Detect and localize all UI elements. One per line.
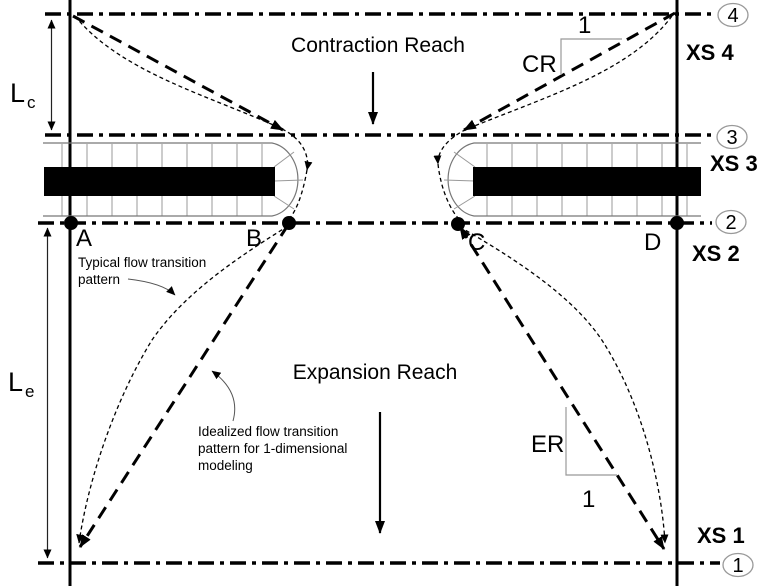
left-embankment-outline — [43, 142, 299, 217]
contraction-length-dimension: L c — [10, 19, 56, 131]
contraction-typical-left-a — [74, 15, 313, 171]
er-slope-one: 1 — [582, 486, 595, 513]
le-label: L — [8, 367, 23, 397]
point-a-dot — [64, 216, 78, 230]
point-d-dot — [670, 216, 684, 230]
lc-label-sub: c — [27, 93, 36, 112]
contraction-typical-right-b — [437, 163, 459, 219]
point-c-label: C — [468, 229, 485, 256]
er-label: ER — [531, 431, 564, 458]
right-roadway-fill — [473, 167, 701, 196]
typical-annotation-leader — [127, 278, 176, 296]
cr-slope-triangle — [560, 38, 622, 75]
point-c-dot — [451, 217, 465, 231]
left-embankment-nose-spokes — [273, 151, 304, 210]
cr-slope-one: 1 — [578, 12, 591, 39]
section-circle-3 — [716, 124, 748, 150]
section-circle-4 — [717, 2, 749, 28]
er-slope-triangle — [565, 407, 617, 476]
contraction-idealized-right — [463, 11, 676, 132]
expansion-reach-label: Expansion Reach — [293, 361, 458, 384]
xs2-label: XS 2 — [692, 241, 740, 266]
point-d-label: D — [644, 229, 661, 256]
expansion-idealized-right — [458, 226, 666, 550]
idealized-transition-lines — [72, 11, 676, 550]
le-label-sub2: e — [25, 382, 34, 401]
contraction-idealized-left — [72, 14, 284, 132]
section-circle-4-num: 4 — [727, 5, 738, 27]
point-a-label: A — [76, 225, 92, 252]
cross-section-lines — [38, 12, 720, 565]
lc-label: L — [10, 78, 25, 108]
cr-label: CR — [522, 51, 557, 78]
section-circle-3-num: 3 — [726, 127, 737, 149]
section-circle-1-num: 1 — [732, 555, 743, 577]
abutment-points: A B C D — [64, 216, 684, 256]
typical-pattern-annotation: Typical flow transition pattern — [78, 255, 206, 296]
contraction-typical-right-a — [433, 15, 673, 165]
right-embankment-hatch-top — [474, 144, 701, 167]
section-circle-2-num: 2 — [725, 212, 736, 234]
contraction-reach-label: Contraction Reach — [291, 34, 465, 57]
xs1-label: XS 1 — [697, 523, 745, 548]
section-circle-1 — [722, 552, 754, 578]
contraction-ratio-group: 1 CR — [522, 12, 622, 78]
idealized-pattern-annotation: Idealized flow transition pattern for 1-… — [198, 370, 347, 473]
expansion-ratio-group: ER 1 — [531, 407, 617, 513]
typical-annotation-line2: pattern — [78, 272, 120, 287]
expansion-length-dimension: L e — [8, 227, 52, 559]
expansion-typical-left — [76, 225, 289, 544]
right-embankment-outline — [447, 142, 701, 217]
idealized-annotation-line3: modeling — [198, 458, 253, 473]
idealized-annotation-leader — [211, 370, 236, 422]
idealized-annotation-line1: Idealized flow transition — [198, 424, 338, 439]
contraction-typical-left-b — [289, 169, 308, 219]
idealized-annotation-line2: pattern for 1-dimensional — [198, 441, 347, 456]
typical-transition-curves — [74, 15, 673, 544]
expansion-typical-right — [459, 226, 669, 544]
point-b-label: B — [246, 225, 262, 252]
right-road-embankment — [443, 142, 701, 217]
right-embankment-hatch-bottom — [474, 196, 701, 216]
right-embankment-nose-spokes — [443, 151, 476, 210]
point-b-dot — [282, 216, 296, 230]
left-embankment-hatch-top — [43, 144, 272, 167]
section-circle-2 — [715, 209, 747, 235]
expansion-idealized-left — [78, 224, 290, 548]
left-road-embankment — [43, 142, 304, 217]
typical-annotation-line1: Typical flow transition — [78, 255, 206, 270]
left-embankment-hatch-bottom — [43, 196, 272, 216]
channel-bank-lines — [68, 0, 679, 586]
xs4-label: XS 4 — [686, 40, 734, 65]
xs3-label: XS 3 — [710, 151, 758, 176]
left-roadway-fill — [44, 167, 275, 196]
section-number-circles: 4 3 2 1 — [715, 2, 754, 578]
cross-section-labels: XS 4 XS 3 XS 2 XS 1 — [686, 40, 758, 548]
